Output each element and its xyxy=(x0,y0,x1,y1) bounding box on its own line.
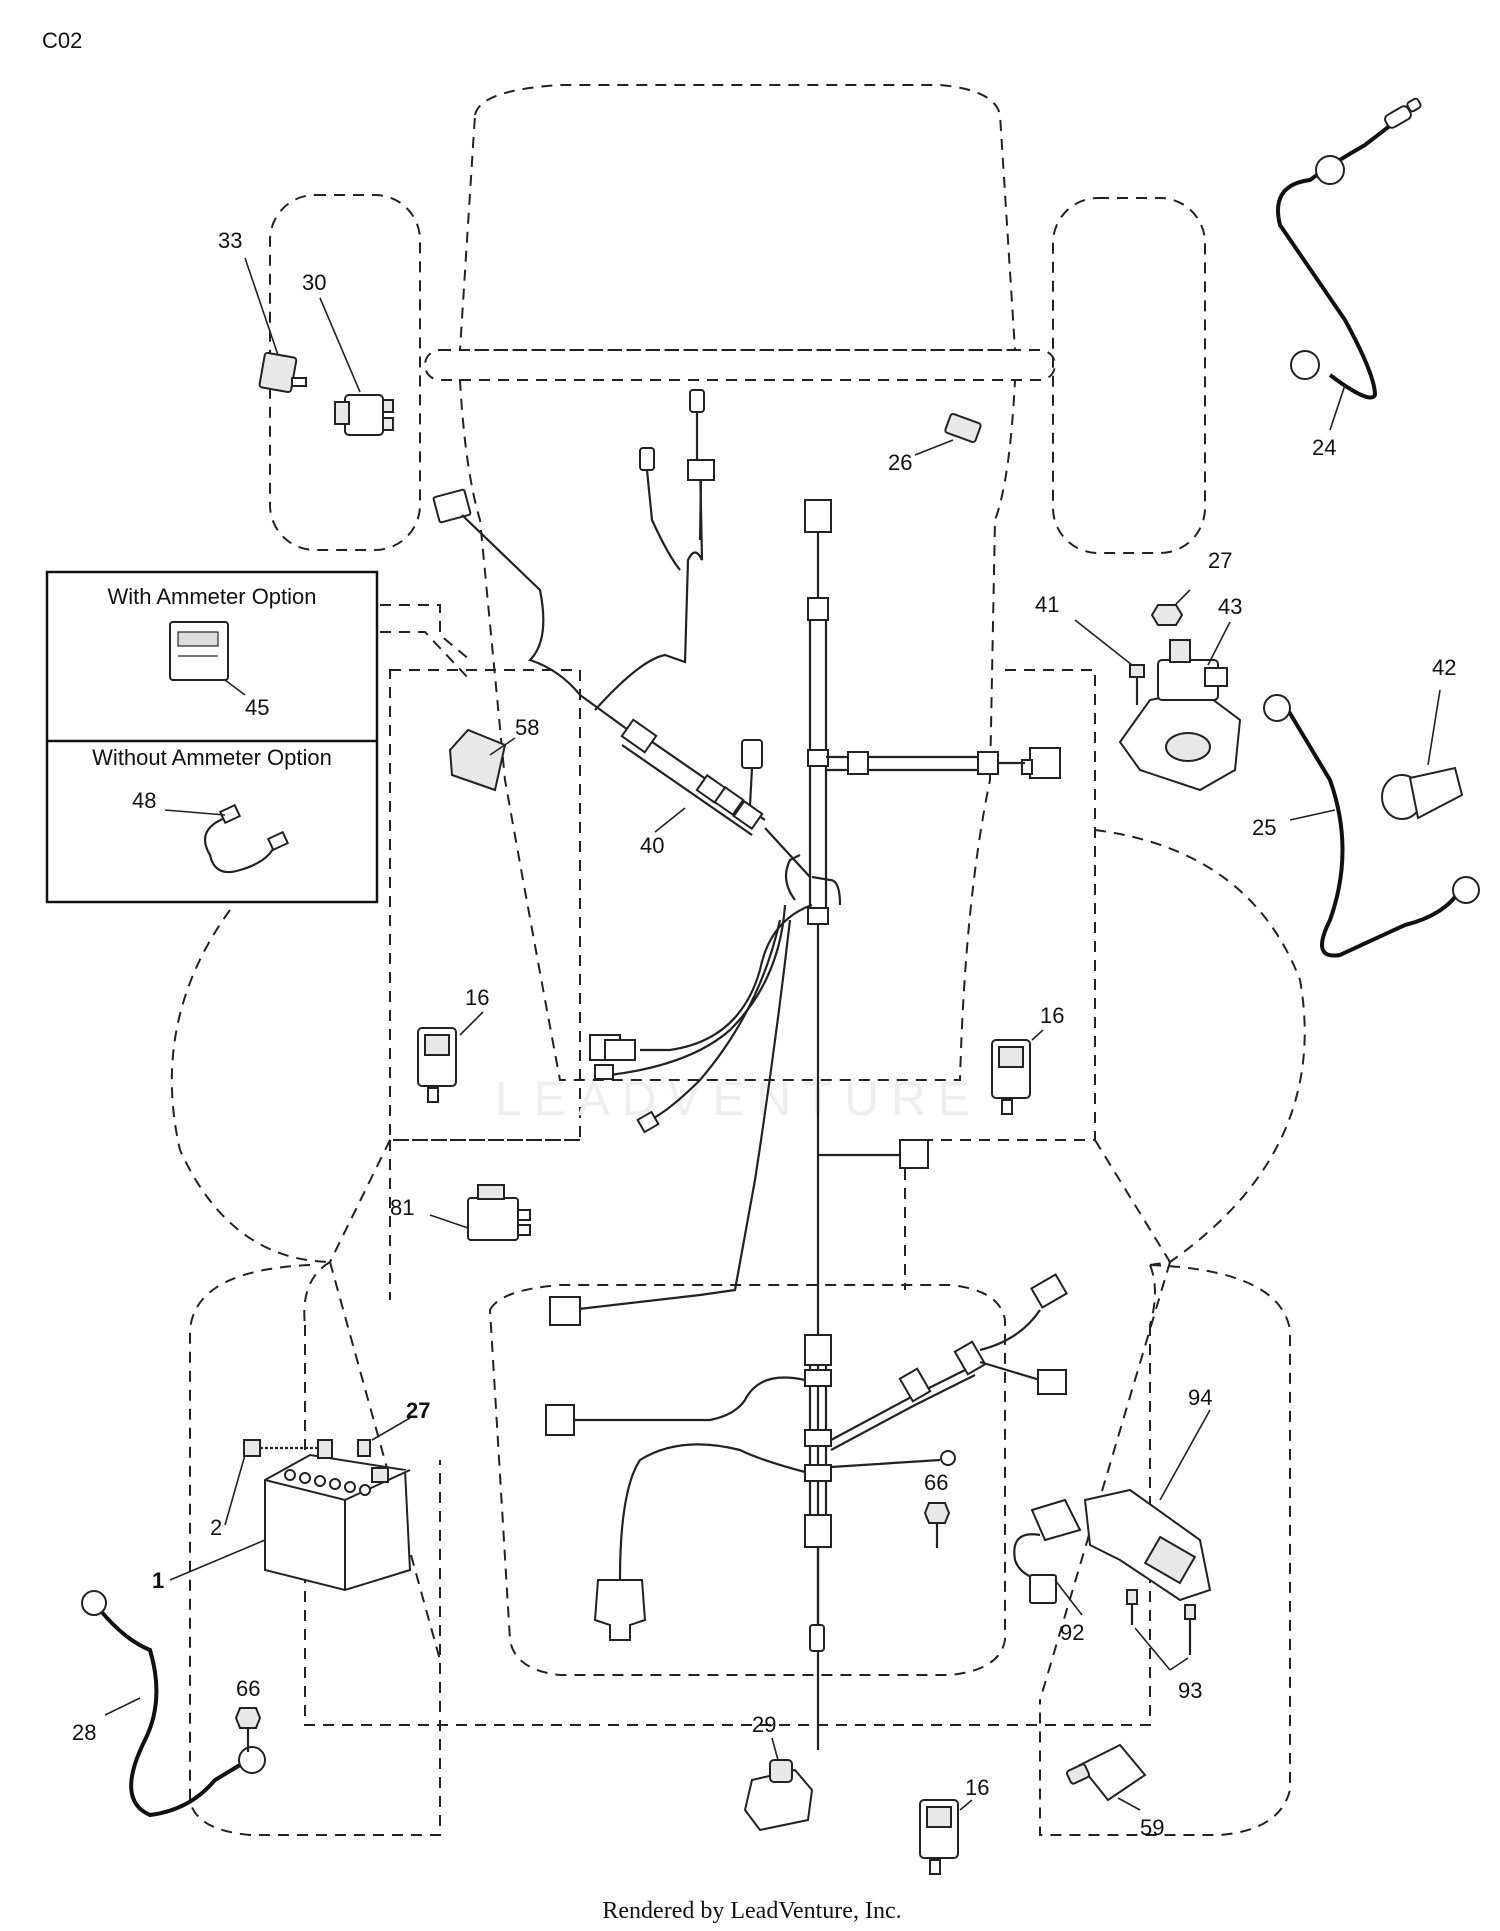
callout-81: 81 xyxy=(390,1195,414,1220)
diagram-code: C02 xyxy=(42,28,82,53)
callout-41: 41 xyxy=(1035,592,1059,617)
fuse-part xyxy=(944,412,982,444)
without-ammeter-label: Without Ammeter Option xyxy=(92,745,332,770)
battery-nut-part xyxy=(357,1439,371,1457)
callout-43: 43 xyxy=(1218,594,1242,619)
callout-26: 26 xyxy=(888,450,912,475)
callout-16-right: 16 xyxy=(1040,1003,1064,1028)
battery-bolt-part xyxy=(243,1439,333,1459)
with-ammeter-label: With Ammeter Option xyxy=(107,584,316,609)
footer-credit: Rendered by LeadVenture, Inc. xyxy=(602,1898,901,1924)
screw-right-part xyxy=(923,1502,951,1548)
ammeter-part xyxy=(169,621,229,681)
seat-switch-part xyxy=(1013,1498,1082,1604)
safety-switch-bottom xyxy=(919,1799,959,1875)
callout-29: 29 xyxy=(752,1712,776,1737)
solenoid-nut-part xyxy=(1150,604,1184,626)
callout-92: 92 xyxy=(1060,1620,1084,1645)
ground-cable-24 xyxy=(1276,97,1422,400)
callout-48: 48 xyxy=(132,788,156,813)
module-59-part xyxy=(1065,1743,1147,1802)
safety-switch-left xyxy=(417,1027,457,1103)
rear-harness xyxy=(545,1273,1068,1652)
callout-16-bottom: 16 xyxy=(965,1775,989,1800)
solenoid-part xyxy=(1118,639,1242,792)
tractor-outline xyxy=(170,84,1306,1836)
callout-66-right: 66 xyxy=(924,1470,948,1495)
solenoid-bolt-part xyxy=(1129,664,1145,705)
callout-59: 59 xyxy=(1140,1815,1164,1840)
callout-45: 45 xyxy=(245,695,269,720)
safety-switch-right xyxy=(991,1039,1031,1115)
relay-part xyxy=(467,1184,531,1241)
seat-screws-part xyxy=(1126,1589,1196,1655)
callout-94: 94 xyxy=(1188,1385,1212,1410)
main-harness xyxy=(432,389,1061,1750)
ammeter-option-box: With Ammeter Option Without Ammeter Opti… xyxy=(45,570,379,904)
seat-bracket-part xyxy=(1083,1488,1212,1602)
ignition-key-part xyxy=(258,351,307,394)
watermark: LEADVENTURE xyxy=(495,1073,982,1126)
callout-28: 28 xyxy=(72,1720,96,1745)
callout-58: 58 xyxy=(515,715,539,740)
ignition-switch-part xyxy=(334,394,394,436)
battery-part xyxy=(264,1453,412,1592)
callout-27-battery: 27 xyxy=(406,1398,430,1423)
terminal-boot-part xyxy=(1381,766,1464,820)
callout-40: 40 xyxy=(640,833,664,858)
battery-cable-25 xyxy=(1263,694,1480,958)
callout-16-left: 16 xyxy=(465,985,489,1010)
callout-25: 25 xyxy=(1252,815,1276,840)
screw-left-part xyxy=(234,1707,262,1752)
callout-27-top: 27 xyxy=(1208,548,1232,573)
callout-42: 42 xyxy=(1432,655,1456,680)
callout-1: 1 xyxy=(152,1568,164,1593)
callout-93: 93 xyxy=(1178,1678,1202,1703)
connector-58-part xyxy=(448,728,507,792)
callout-66-left: 66 xyxy=(236,1676,260,1701)
callout-30: 30 xyxy=(302,270,326,295)
pto-switch-part xyxy=(743,1759,814,1832)
callout-2: 2 xyxy=(210,1515,222,1540)
battery-cable-28 xyxy=(81,1590,266,1818)
callout-24: 24 xyxy=(1312,435,1336,460)
jumper-wire-part xyxy=(203,803,290,874)
callout-33: 33 xyxy=(218,228,242,253)
